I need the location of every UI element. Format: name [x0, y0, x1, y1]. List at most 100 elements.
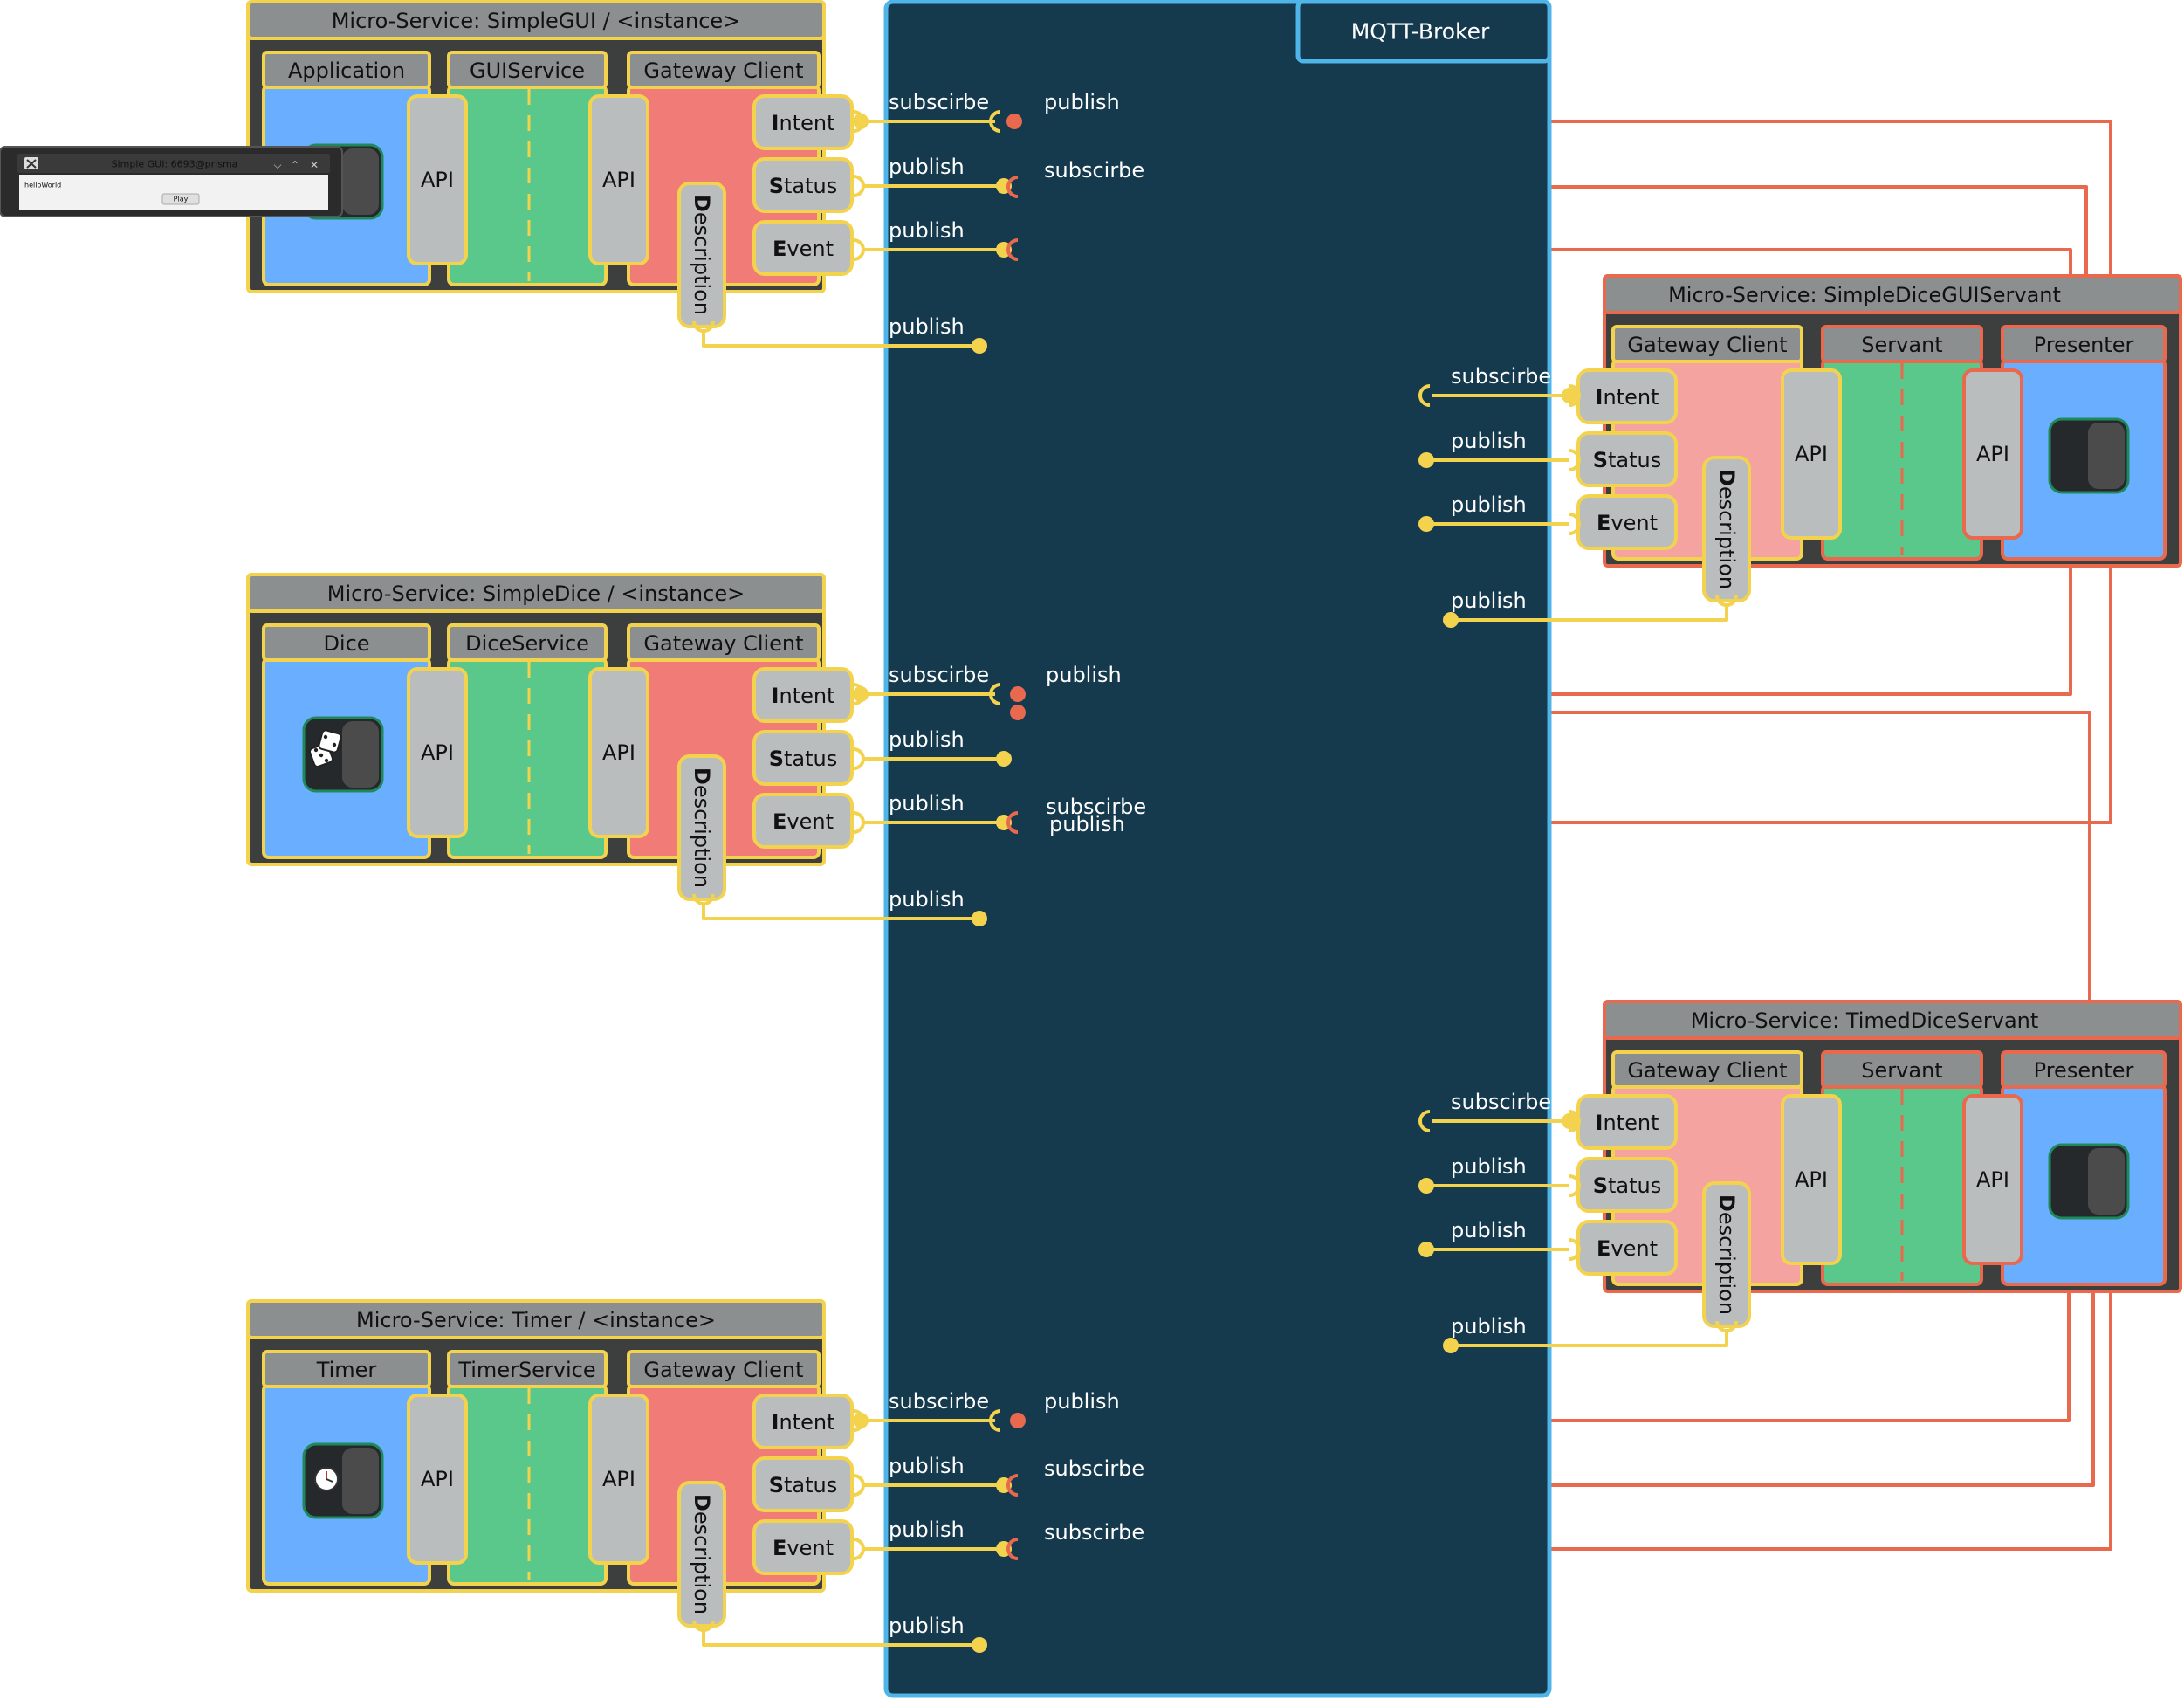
simple-gui-window: Simple GUI: 6693@prisma⌵⌃✕helloWorldPlay — [0, 147, 342, 217]
service-timed-dice-servant-port-status: Status — [1578, 1159, 1676, 1211]
maximize-icon: ⌃ — [291, 159, 299, 171]
gui-status-socket — [854, 176, 863, 196]
service-simple-dice-gui-servant-gateway-header-label: Gateway Client — [1627, 333, 1787, 357]
service-simple-dice-gui-servant-port-intent-label-initial: I — [1596, 385, 1604, 410]
dgs-status-dot — [1418, 452, 1434, 468]
die-pip — [333, 743, 336, 747]
gui-intent-return-label: publish — [1044, 90, 1120, 114]
simple-gui-window-text: helloWorld — [24, 182, 61, 189]
dice-intent-return-dot — [1010, 686, 1026, 702]
gui-status-return-label: subscirbe — [1044, 158, 1144, 182]
service-timed-dice-servant-port-event: Event — [1578, 1222, 1676, 1274]
timer-description-label: publish — [889, 1614, 965, 1638]
dice-event-socket — [854, 813, 863, 832]
tds-status-socket — [1569, 1176, 1579, 1195]
service-timed-dice-servant-presenter-header-label: Presenter — [2034, 1058, 2134, 1083]
die-pip — [314, 748, 318, 752]
service-simple-dice-title: Micro-Service: SimpleDice / <instance> — [327, 582, 745, 606]
service-simple-dice-port-status-label-rest: tatus — [784, 747, 837, 771]
service-timed-dice-servant-description-label-initial: D — [1714, 1194, 1739, 1212]
service-simple-dice-port-event: Event — [754, 795, 852, 847]
toggle-icon-knob — [2088, 423, 2125, 489]
service-timed-dice-servant-port-status-label-initial: S — [1593, 1173, 1608, 1198]
service-timed-dice-servant-port-intent-label-initial: I — [1596, 1111, 1604, 1135]
service-simple-dice: Micro-Service: SimpleDice / <instance> Di… — [248, 575, 824, 864]
service-timer-app-header-label: Timer — [316, 1358, 377, 1382]
service-timer-service-header-label: TimerService — [457, 1358, 595, 1382]
service-simple-dice-gateway-header-label: Gateway Client — [643, 631, 803, 656]
service-simple-gui-port-intent-label-initial: I — [772, 111, 780, 135]
service-timed-dice-servant-port-event-label-initial: E — [1597, 1236, 1611, 1261]
toggle-icon — [2050, 419, 2128, 492]
app-window-icon-knob — [342, 148, 379, 215]
service-simple-gui-api-left-label: API — [421, 168, 454, 192]
service-simple-dice-port-status-label: Status — [769, 747, 838, 771]
dgs-event-dot — [1418, 516, 1434, 532]
dgs-status-socket — [1569, 451, 1579, 470]
die-two — [319, 730, 342, 754]
dice-status-dot — [996, 751, 1012, 767]
service-simple-dice-gui-servant-port-intent: Intent — [1578, 370, 1676, 423]
service-timer-description-label: Description — [690, 1494, 714, 1614]
gui-event-socket — [854, 240, 863, 259]
service-timer-port-intent: Intent — [754, 1395, 852, 1448]
timer-description-dot — [972, 1637, 987, 1653]
gui-event-label: publish — [889, 218, 965, 243]
service-simple-dice-port-intent-label: Intent — [772, 684, 835, 708]
service-timed-dice-servant-port-event-label: Event — [1597, 1236, 1658, 1261]
service-timed-dice-servant-gateway-header-label: Gateway Client — [1627, 1058, 1787, 1083]
service-simple-dice-app-header-label: Dice — [323, 631, 369, 656]
dgs-intent-dot — [1562, 388, 1577, 403]
service-simple-dice-gui-servant-port-event-label-rest: vent — [1611, 511, 1658, 535]
gui-intent-label: subscirbe — [889, 90, 989, 114]
gui-description-dot — [972, 338, 987, 354]
broker-title: MQTT-Broker — [1351, 19, 1490, 45]
toggle-icon-knob — [2088, 1148, 2125, 1215]
tds-status-dot — [1418, 1178, 1434, 1194]
service-timed-dice-servant-port-intent-label: Intent — [1596, 1111, 1659, 1135]
service-simple-dice-description: Description — [679, 756, 725, 899]
service-simple-dice-port-intent-label-rest: ntent — [779, 684, 834, 708]
tds-event-dot — [1418, 1242, 1434, 1257]
service-timer-port-event-label-rest: vent — [786, 1536, 834, 1560]
die-pip — [319, 754, 323, 757]
service-simple-gui-service-column — [449, 86, 606, 285]
service-simple-dice-gui-servant-presenter-header-label: Presenter — [2034, 333, 2134, 357]
service-simple-gui-port-status-label: Status — [769, 174, 838, 198]
service-simple-dice-gui-servant-port-status: Status — [1578, 433, 1676, 485]
service-timer-port-intent-label-initial: I — [772, 1410, 780, 1435]
service-simple-dice-port-status: Status — [754, 732, 852, 784]
simple-gui-window-title: Simple GUI: 6693@prisma — [112, 159, 238, 170]
service-simple-dice-port-event-label-initial: E — [773, 809, 786, 834]
service-timer-api-left-label: API — [421, 1467, 454, 1491]
service-timer-api-right-label: API — [602, 1467, 635, 1491]
service-simple-gui-app-header-label: Application — [288, 59, 405, 83]
service-timed-dice-servant-api-left-label: API — [1795, 1167, 1828, 1192]
service-simple-dice-gui-servant-port-status-label: Status — [1593, 448, 1662, 472]
service-simple-dice-gui-servant: Micro-Service: SimpleDiceGUIServantGatew… — [1604, 276, 2181, 566]
die-pip — [325, 759, 328, 762]
service-simple-dice-port-status-label-initial: S — [769, 747, 784, 771]
minimize-icon: ⌵ — [273, 159, 281, 171]
clock-icon-knob — [342, 1448, 379, 1514]
service-simple-dice-port-intent-label-initial: I — [772, 684, 780, 708]
timer-intent-label: subscirbe — [889, 1389, 989, 1414]
service-timed-dice-servant-port-intent: Intent — [1578, 1096, 1676, 1148]
service-simple-dice-port-intent: Intent — [754, 669, 852, 721]
service-simple-gui-description-label: Description — [690, 195, 714, 315]
service-timed-dice-servant-port-event-label-rest: vent — [1611, 1236, 1658, 1261]
service-simple-gui-description-label-rest: escription — [690, 212, 714, 315]
timer-intent-dot — [853, 1413, 869, 1428]
timer-status-label: publish — [889, 1454, 965, 1478]
timer-event-label: publish — [889, 1518, 965, 1542]
service-simple-dice-gui-servant-title: Micro-Service: SimpleDiceGUIServant — [1668, 283, 2061, 307]
service-timed-dice-servant-port-status-label-rest: tatus — [1608, 1173, 1661, 1198]
gui-description-label: publish — [889, 314, 965, 339]
service-simple-dice-gui-servant-servant-header-label: Servant — [1861, 333, 1942, 357]
service-timer-port-status: Status — [754, 1458, 852, 1511]
service-timer-gateway-header-label: Gateway Client — [643, 1358, 803, 1382]
service-simple-gui-port-event: Event — [754, 222, 852, 274]
dice-intent-dot — [853, 686, 869, 702]
service-simple-dice-gui-servant-port-status-label-rest: tatus — [1608, 448, 1661, 472]
